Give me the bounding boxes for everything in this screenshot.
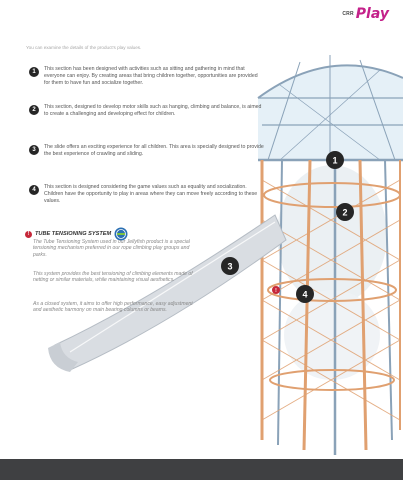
tensioning-badge-icon: [114, 227, 128, 241]
tube-marker-icon: !: [25, 230, 32, 238]
section-3-number: 3: [29, 145, 39, 155]
marker-tube: !: [272, 286, 280, 294]
tube-tensioning-heading: ! TUBE TENSIONING SYSTEM: [25, 227, 128, 241]
marker-4: 4: [296, 285, 314, 303]
marker-2: 2: [336, 203, 354, 221]
rope-lattice: [261, 179, 401, 421]
brand-logo-big: Play: [355, 6, 389, 22]
marker-tube-label: !: [275, 288, 277, 294]
section-2: 2 This section, designed to develop moto…: [29, 104, 264, 118]
section-4-text: This section is designed considering the…: [44, 184, 258, 205]
tube-paragraph-3: As a closed system, it aims to offer hig…: [33, 301, 193, 314]
brand-logo: CRR Play: [342, 6, 389, 22]
dome: [257, 55, 403, 162]
tube-paragraph-1: The Tube Tensioning System used in our J…: [33, 239, 190, 258]
marker-1-label: 1: [332, 156, 337, 166]
footer-bar: [0, 459, 403, 480]
section-2-text: This section, designed to develop motor …: [44, 104, 262, 118]
marker-1: 1: [326, 151, 344, 169]
marker-2-label: 2: [342, 208, 347, 218]
section-1-number: 1: [29, 67, 39, 77]
marker-3-label: 3: [227, 262, 232, 272]
brand-logo-small: CRR: [342, 11, 354, 17]
section-1: 1 This section has been designed with ac…: [29, 66, 264, 88]
section-3-text: The slide offers an exciting experience …: [44, 144, 264, 158]
platform-rings: [263, 182, 401, 391]
section-1-text: This section has been designed with acti…: [44, 66, 258, 87]
section-4-number: 4: [29, 185, 39, 195]
section-4: 4 This section is designed considering t…: [29, 184, 264, 206]
section-2-number: 2: [29, 105, 39, 115]
intro-text: You can examine the details of the produ…: [26, 45, 142, 50]
tube-slide: [48, 214, 287, 372]
tube-title: TUBE TENSIONING SYSTEM: [35, 231, 112, 237]
playground-tower-illustration: 1 2 3 4 !: [48, 55, 403, 455]
marker-3: 3: [221, 257, 239, 275]
tube-paragraph-2: This system provides the best tensioning…: [33, 271, 193, 284]
section-3: 3 The slide offers an exciting experienc…: [29, 144, 264, 158]
marker-4-label: 4: [302, 290, 307, 300]
